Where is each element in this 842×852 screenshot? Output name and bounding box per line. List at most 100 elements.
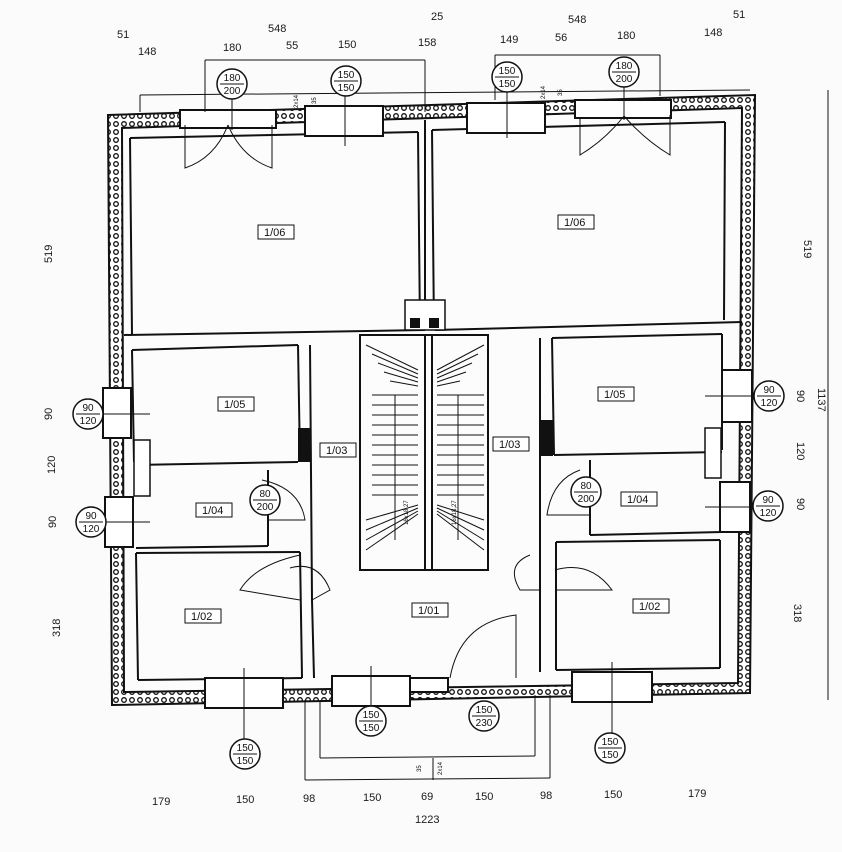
room-labels: 1/06 1/06 1/05 1/05 1/04 1/04 1/03 1/03 …: [184, 214, 670, 624]
window-tag-width: 150: [338, 70, 355, 81]
window-tag-height: 230: [476, 718, 493, 729]
stair-tread: [371, 353, 419, 375]
window-tag-height: 150: [237, 756, 254, 767]
stair-tread: [436, 510, 485, 541]
stair-tread: [383, 371, 419, 383]
stair-label-right: 16x18,27: [452, 500, 458, 525]
dim-bottom-150-d: 150: [604, 789, 622, 801]
dim-top-51-right: 51: [733, 9, 745, 21]
dim-bottom-150-b: 150: [363, 792, 381, 804]
window-tag-width: 150: [363, 710, 380, 721]
mark-35-right: 35: [558, 89, 564, 96]
stair-tread: [365, 507, 419, 531]
window-tag-height: 200: [578, 494, 595, 505]
stair-tread: [365, 504, 419, 521]
dimensions-bottom: 179 150 98 150 69 150 98 150 179 1223: [152, 788, 706, 826]
dim-right-1137: 1137: [815, 388, 827, 412]
window-tag-height: 120: [83, 524, 100, 535]
dimensions-top: 51 548 25 548 51 148 180 55 150 158 149 …: [117, 9, 745, 58]
window-tag-height: 120: [760, 508, 777, 519]
dim-bottom-150-c: 150: [475, 791, 493, 803]
mark-2x14-right: 2x14: [541, 85, 547, 99]
dim-left-90-bottom: 90: [47, 516, 59, 528]
dim-top-180-left: 180: [223, 42, 241, 54]
mark-35-bottom: 35: [417, 765, 423, 772]
window-tag-height: 120: [80, 416, 97, 427]
window-tag-height: 150: [602, 750, 619, 761]
mark-2x14-bottom: 2x14: [438, 761, 444, 775]
dim-left-90-top: 90: [43, 408, 55, 420]
room-label-1-05-left: 1/05: [224, 399, 245, 411]
stair-label-left: 16x18,27: [404, 500, 410, 525]
window-tag-height: 200: [224, 86, 241, 97]
window-tag-height: 120: [761, 398, 778, 409]
stair-tread: [389, 380, 419, 387]
dim-right-90-bottom: 90: [794, 498, 806, 510]
room-label-1-03-left: 1/03: [326, 445, 347, 457]
window-tag-width: 150: [476, 705, 493, 716]
dim-bottom-98-left: 98: [303, 793, 315, 805]
dim-top-180-right: 180: [617, 30, 635, 42]
dimensions-left: 519 90 120 90 318: [43, 245, 63, 637]
room-label-1-03-right: 1/03: [499, 439, 520, 451]
window-tag-width: 150: [602, 737, 619, 748]
dim-top-148-right: 148: [704, 27, 722, 39]
dim-bottom-total: 1223: [415, 814, 439, 826]
room-label-1-04-left: 1/04: [202, 505, 223, 517]
window-tag-height: 150: [338, 83, 355, 94]
room-label-1-05-right: 1/05: [604, 389, 625, 401]
dim-left-519: 519: [43, 245, 55, 263]
dim-top-548-right: 548: [568, 14, 586, 26]
staircase: [365, 344, 485, 551]
dim-bottom-98-right: 98: [540, 790, 552, 802]
dim-top-51-left: 51: [117, 29, 129, 41]
dim-top-548-left: 548: [268, 23, 286, 35]
window-tag-width: 180: [224, 73, 241, 84]
window-tag-height: 200: [616, 74, 633, 85]
mark-35-left: 35: [312, 97, 318, 104]
stair-tread: [436, 362, 473, 379]
room-label-1-06-left: 1/06: [264, 227, 285, 239]
dim-left-318: 318: [51, 619, 63, 637]
window-tag-width: 150: [237, 743, 254, 754]
stair-tread: [436, 504, 485, 521]
dimensions-right: 519 1137 90 120 90 318: [791, 240, 827, 622]
stair-tread: [365, 513, 419, 551]
window-tag-width: 150: [499, 66, 516, 77]
room-label-1-01: 1/01: [418, 605, 439, 617]
stair-tread: [436, 344, 485, 371]
window-tag-width: 90: [82, 403, 94, 414]
dim-top-158: 158: [418, 37, 436, 49]
window-tag-width: 180: [616, 61, 633, 72]
stair-tread: [436, 507, 485, 531]
dim-left-120: 120: [46, 456, 58, 474]
dim-bottom-69: 69: [421, 791, 433, 803]
window-tag-height: 150: [499, 79, 516, 90]
door-swings: [184, 115, 671, 679]
dim-bottom-179-left: 179: [152, 796, 170, 808]
stair-tread: [436, 380, 461, 387]
dimension-lines: [139, 54, 829, 781]
dim-top-149: 149: [500, 34, 518, 46]
window-size-tags: 1802001501501501501802009012090120901209…: [72, 56, 785, 770]
dim-bottom-150-a: 150: [236, 794, 254, 806]
window-tag-width: 90: [85, 511, 97, 522]
room-label-1-02-left: 1/02: [191, 611, 212, 623]
dim-right-318: 318: [791, 604, 803, 622]
room-label-1-06-right: 1/06: [564, 217, 585, 229]
mark-2x14-left: 2x14: [294, 94, 300, 108]
window-tag-width: 80: [259, 489, 271, 500]
dim-top-148-left: 148: [138, 46, 156, 58]
stair-tread: [436, 513, 485, 551]
